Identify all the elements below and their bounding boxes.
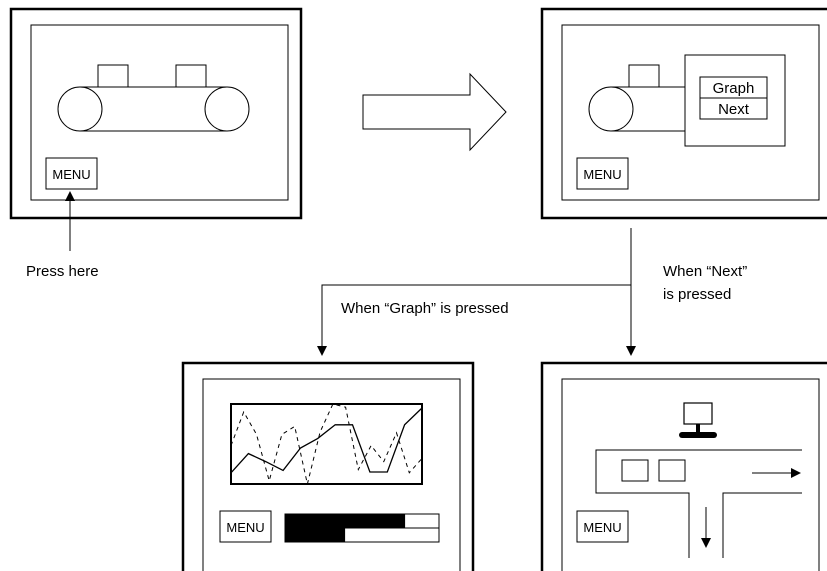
panel-menu-open: Graph Next MENU [540, 7, 827, 220]
menu-button-label: MENU [226, 520, 264, 535]
right-roller [204, 86, 250, 132]
trend-line-solid [230, 407, 423, 474]
bar-fill-bottom [285, 528, 346, 542]
menu-button[interactable]: MENU [45, 157, 98, 190]
graph-menu-item[interactable]: Graph [699, 76, 768, 99]
menu-button[interactable]: MENU [219, 510, 272, 543]
next-menu-item-label: Next [718, 101, 750, 118]
box-item [97, 64, 129, 88]
conveyor-illustration [57, 64, 250, 132]
screen-area [30, 24, 289, 201]
sorting-conveyor [595, 449, 802, 558]
trend-graph-frame [230, 403, 423, 485]
screen-area [561, 24, 820, 201]
bar-fill-top [285, 514, 406, 528]
panel-next-screen: MENU [540, 361, 827, 571]
menu-button-label: MENU [583, 167, 621, 182]
left-roller [588, 86, 634, 132]
graph-pressed-label: When “Graph” is pressed [341, 300, 509, 317]
trend-line-dashed [230, 403, 423, 485]
menu-button-label: MENU [583, 520, 621, 535]
menu-button[interactable]: MENU [576, 510, 629, 543]
screen-area [561, 378, 820, 571]
popup-menu: Graph Next [684, 54, 786, 147]
connector-arrows [317, 228, 636, 356]
conveyor-illustration [588, 64, 685, 132]
next-pressed-label-line1: When “Next” [663, 263, 747, 280]
bar-gauge [284, 513, 440, 543]
panel-graph-screen: MENU [181, 361, 475, 571]
left-roller [57, 86, 103, 132]
press-here-label: Press here [26, 263, 99, 280]
next-menu-item[interactable]: Next [699, 97, 768, 120]
next-pressed-label-line2: is pressed [663, 286, 731, 303]
box-item [175, 64, 207, 88]
package-item [658, 459, 686, 482]
monitor-icon [679, 402, 717, 438]
screen-area [202, 378, 461, 571]
menu-button-label: MENU [52, 167, 90, 182]
graph-menu-item-label: Graph [713, 80, 755, 97]
box-item [628, 64, 660, 88]
graph-connector-arrow [317, 284, 631, 356]
transition-arrow [362, 72, 507, 152]
menu-button[interactable]: MENU [576, 157, 629, 190]
panel-main-screen: MENU [9, 7, 303, 220]
package-item [621, 459, 649, 482]
